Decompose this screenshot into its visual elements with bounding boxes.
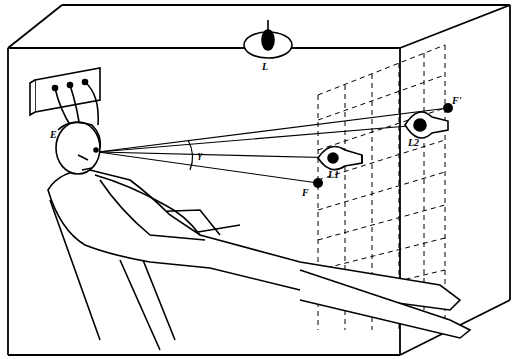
- room-box: [8, 5, 510, 355]
- part-label: F': [452, 96, 461, 106]
- lamp-l1: [318, 146, 362, 169]
- sight-lines: [98, 108, 448, 183]
- control-box: [30, 68, 100, 130]
- part-label: L2: [408, 138, 419, 148]
- lamp-l2: [405, 112, 448, 138]
- fixation-points: [313, 103, 453, 188]
- part-label: γ: [198, 150, 202, 160]
- observer-figure: [48, 122, 470, 350]
- part-label: L: [262, 62, 268, 72]
- part-label: E: [50, 130, 57, 140]
- ceiling-lamp: [244, 20, 292, 58]
- part-label: F: [302, 188, 309, 198]
- part-label: L1: [328, 170, 339, 180]
